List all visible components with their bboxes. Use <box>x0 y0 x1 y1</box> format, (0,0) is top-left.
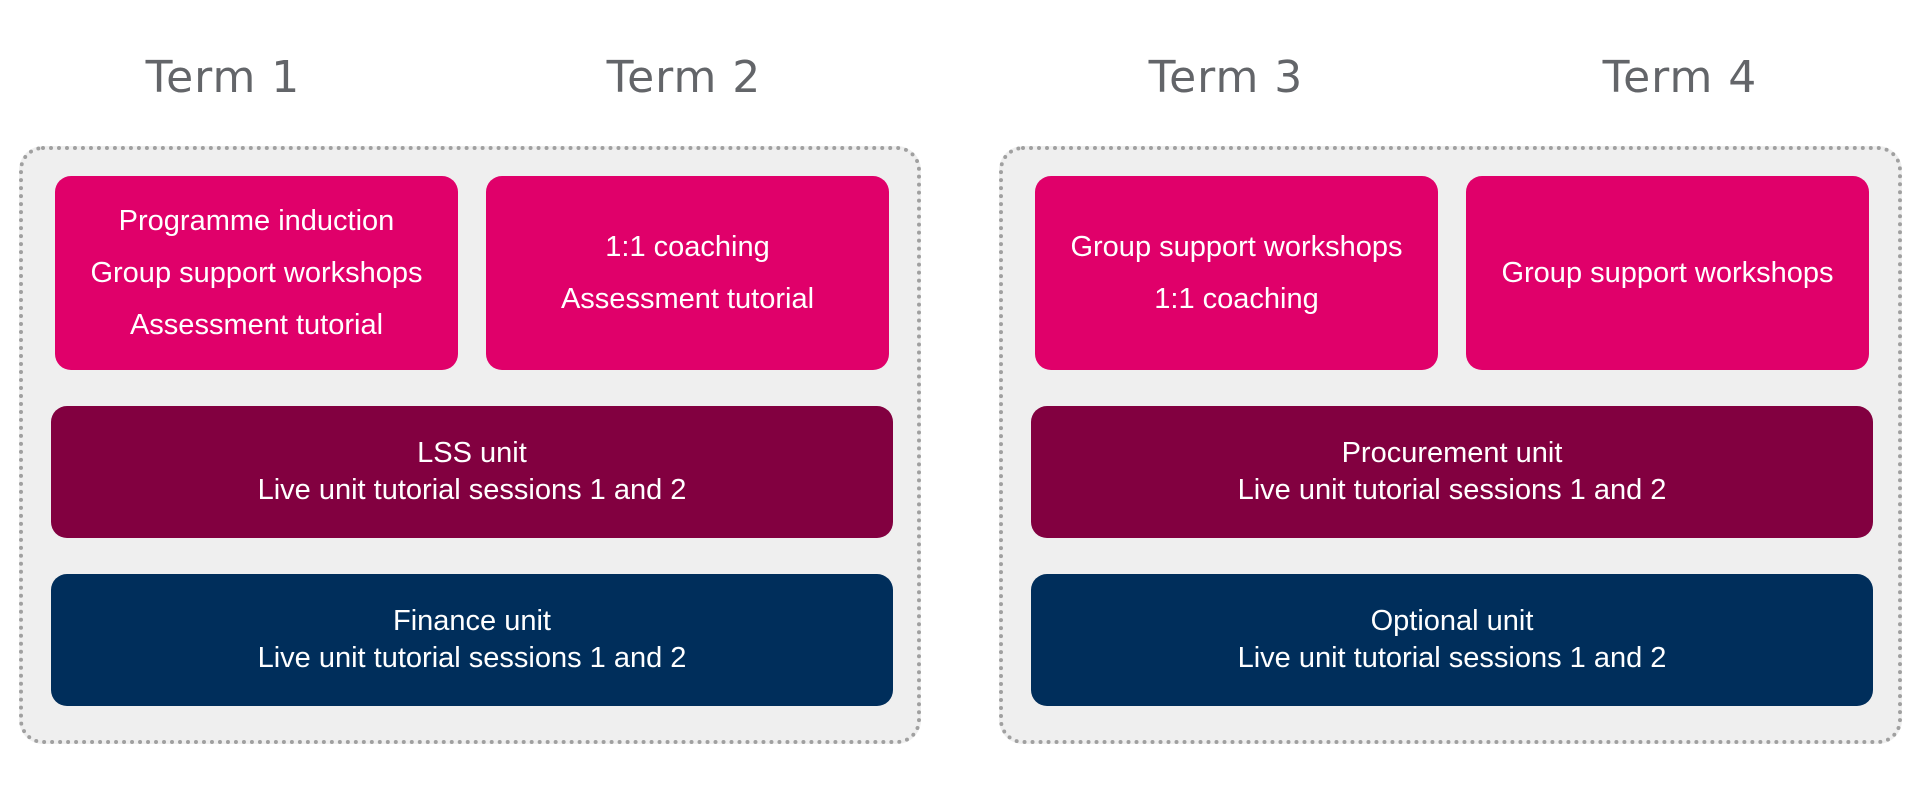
term-4-heading: Term 4 <box>1602 52 1758 103</box>
optional-unit-box: Optional unit Live unit tutorial session… <box>1031 574 1873 706</box>
terms-1-2-panel: Programme induction Group support worksh… <box>19 146 921 744</box>
procurement-unit-box: Procurement unit Live unit tutorial sess… <box>1031 406 1873 538</box>
unit-title: Procurement unit <box>1341 437 1563 469</box>
unit-title: Finance unit <box>393 605 551 637</box>
finance-unit-box: Finance unit Live unit tutorial sessions… <box>51 574 893 706</box>
activity-item: Assessment tutorial <box>560 283 815 315</box>
lss-unit-box: LSS unit Live unit tutorial sessions 1 a… <box>51 406 893 538</box>
activity-item: Group support workshops <box>1501 257 1834 289</box>
activity-item: Group support workshops <box>90 257 423 289</box>
activity-item: Assessment tutorial <box>129 309 384 341</box>
unit-subtitle: Live unit tutorial sessions 1 and 2 <box>1237 642 1667 674</box>
activity-item: 1:1 coaching <box>605 231 770 263</box>
unit-subtitle: Live unit tutorial sessions 1 and 2 <box>257 642 687 674</box>
activity-item: 1:1 coaching <box>1154 283 1319 315</box>
term-4-activities-box: Group support workshops <box>1466 176 1869 370</box>
unit-subtitle: Live unit tutorial sessions 1 and 2 <box>257 474 687 506</box>
term-3-heading: Term 3 <box>1148 52 1304 103</box>
term-2-activities-box: 1:1 coaching Assessment tutorial <box>486 176 889 370</box>
term-3-activities-box: Group support workshops 1:1 coaching <box>1035 176 1438 370</box>
unit-subtitle: Live unit tutorial sessions 1 and 2 <box>1237 474 1667 506</box>
term-1-heading: Term 1 <box>145 52 301 103</box>
activity-item: Programme induction <box>118 205 395 237</box>
terms-3-4-panel: Group support workshops 1:1 coaching Gro… <box>999 146 1902 744</box>
unit-title: Optional unit <box>1370 605 1534 637</box>
term-1-activities-box: Programme induction Group support worksh… <box>55 176 458 370</box>
activity-item: Group support workshops <box>1070 231 1403 263</box>
unit-title: LSS unit <box>417 437 527 469</box>
term-2-heading: Term 2 <box>606 52 762 103</box>
